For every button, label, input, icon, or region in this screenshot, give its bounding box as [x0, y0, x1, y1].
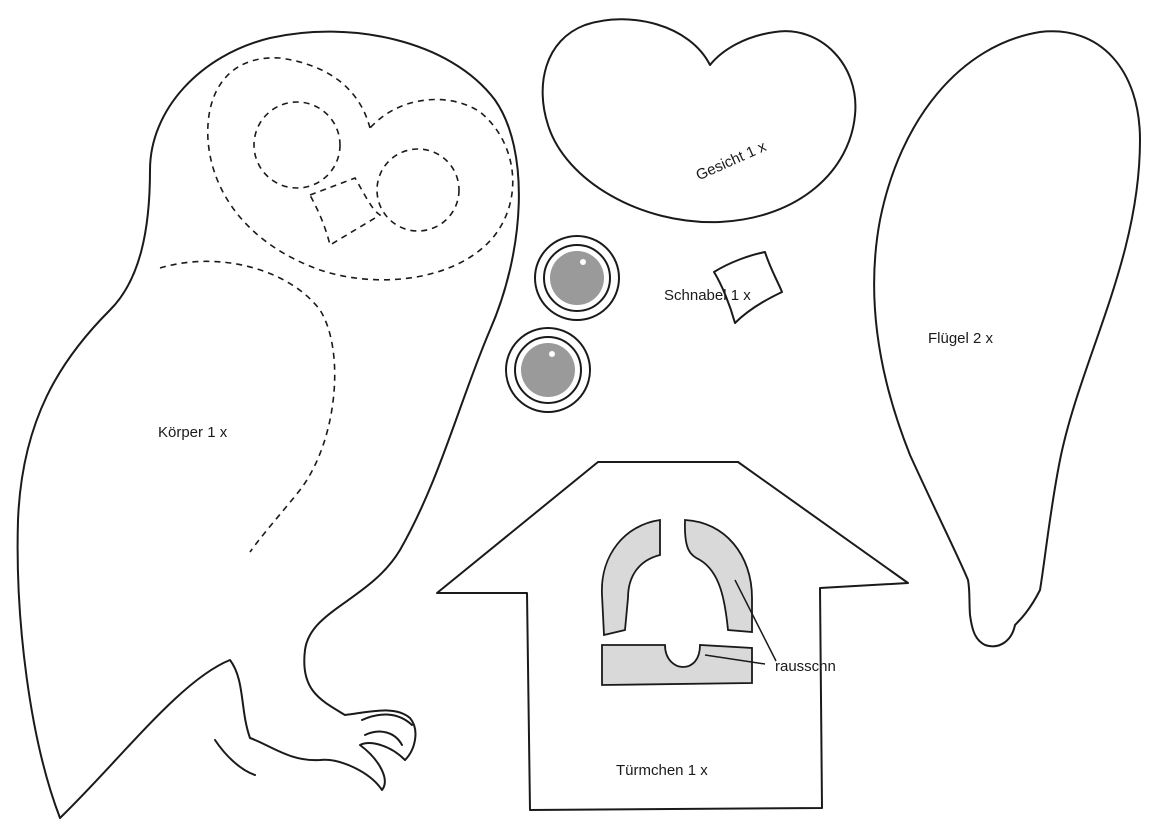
eye-lower	[505, 327, 591, 413]
cutout-pointer-1	[734, 579, 777, 662]
tower-outline	[436, 461, 909, 811]
eye-upper	[534, 235, 620, 321]
head-stitch-line	[207, 57, 514, 281]
beak-stitch	[308, 177, 382, 247]
bell-arch-right	[684, 519, 753, 633]
eye-right-stitch	[376, 148, 460, 232]
wing-piece: Flügel 2 x	[873, 30, 1141, 648]
wing-label: Flügel 2 x	[928, 330, 994, 347]
cutout-pointer-2	[704, 654, 766, 665]
eye-pieces	[505, 235, 620, 413]
cutout-label: rausschn	[775, 658, 836, 675]
claw-2	[364, 730, 403, 746]
wing-outline	[873, 30, 1141, 648]
eye-left-stitch	[253, 101, 341, 189]
body-outline	[16, 30, 520, 819]
wing-stitch-line	[159, 260, 336, 553]
face-piece: Gesicht 1 x	[541, 18, 857, 224]
tower-piece: rausschn Türmchen 1 x	[436, 461, 909, 811]
beak-outline	[713, 251, 783, 324]
beak-piece: Schnabel 1 x	[664, 251, 783, 324]
beak-label: Schnabel 1 x	[664, 287, 751, 304]
claw-3	[214, 739, 256, 776]
claw-1	[361, 713, 413, 726]
face-label: Gesicht 1 x	[693, 138, 769, 184]
bell-arch-left	[601, 518, 661, 637]
face-outline	[541, 18, 857, 224]
body-label: Körper 1 x	[158, 424, 228, 441]
body-piece: Körper 1 x	[16, 30, 520, 819]
tower-label: Türmchen 1 x	[616, 762, 708, 779]
bell-base	[601, 644, 753, 686]
